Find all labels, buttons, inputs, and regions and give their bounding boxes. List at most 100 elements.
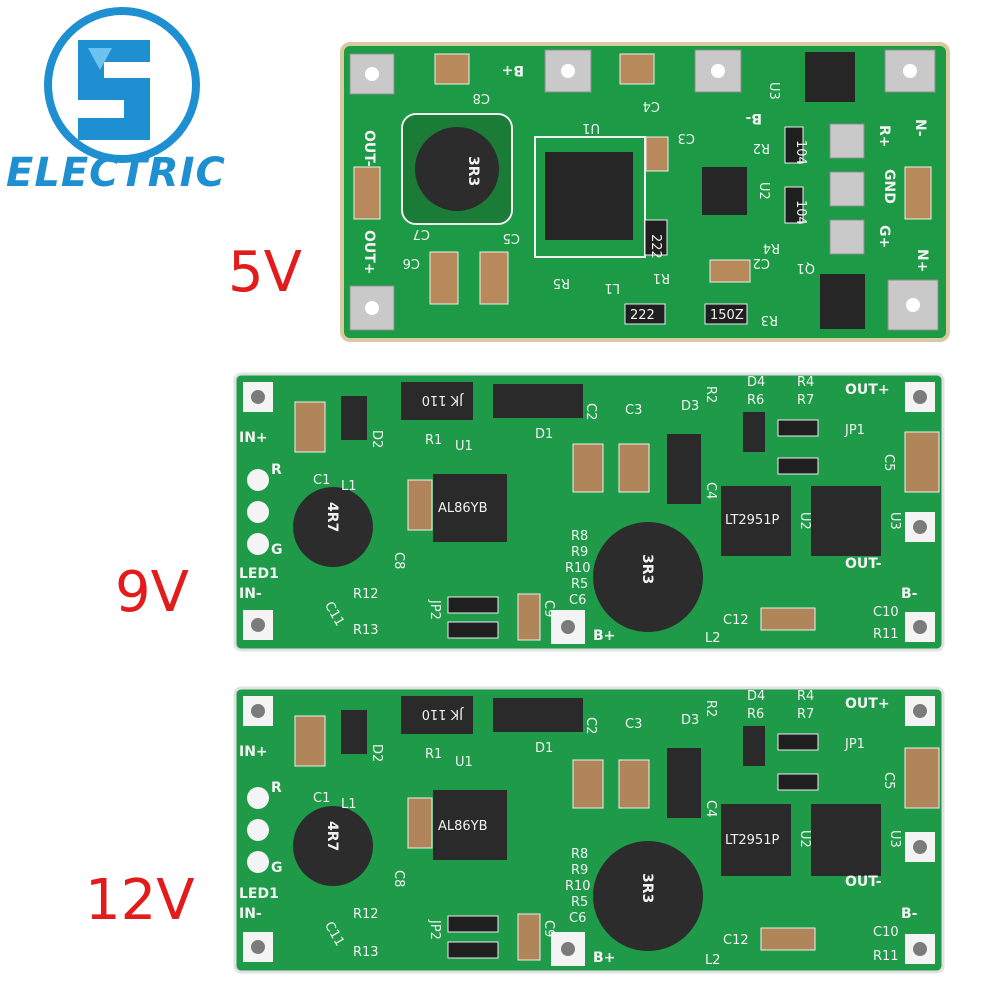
chip-marking: LT2951P xyxy=(725,833,779,848)
silk-label: R xyxy=(271,462,282,478)
silk-label: IN+ xyxy=(239,430,268,446)
silk-label: L1 xyxy=(604,280,620,295)
silk-label: C2 xyxy=(753,255,770,270)
silk-label: C6 xyxy=(569,593,586,608)
silk-label: R9 xyxy=(571,863,588,878)
silk-label: R8 xyxy=(571,847,588,862)
silk-label: D3 xyxy=(681,713,699,728)
silk-label: C8 xyxy=(473,90,490,105)
chip-marking: 3R3 xyxy=(465,156,481,186)
pcb-board-9v: IN+ IN- LED1 R G OUT+ OUT- B- B+ D1 D2 D… xyxy=(233,372,945,652)
silk-label: GND xyxy=(881,169,897,204)
silk-label: C4 xyxy=(703,800,718,817)
silk-label: C7 xyxy=(413,226,430,241)
silk-label: C8 xyxy=(391,552,406,569)
silk-label: OUT- xyxy=(845,556,882,572)
pcb-board-12v: IN+ IN- LED1 R G OUT+ OUT- B- B+ D1 D2 D… xyxy=(233,686,945,974)
chip-marking: 4R7 xyxy=(324,821,340,851)
silk-label: R12 xyxy=(353,587,379,602)
silk-label: Q1 xyxy=(796,260,815,275)
chip-marking: JK 110 xyxy=(422,706,464,721)
silk-label: R1 xyxy=(425,747,442,762)
silk-label: R1 xyxy=(425,433,442,448)
silk-label: R6 xyxy=(747,393,764,408)
chip-marking: 150Z xyxy=(710,308,744,323)
silk-label: C5 xyxy=(881,454,896,471)
silk-label: C1 xyxy=(313,791,330,806)
silk-label: R2 xyxy=(703,700,718,717)
chip-marking: 222 xyxy=(630,308,655,323)
silk-label: C6 xyxy=(403,255,420,270)
silk-label: IN+ xyxy=(239,744,268,760)
chip-marking: LT2951P xyxy=(725,513,779,528)
silk-label: C8 xyxy=(391,870,406,887)
silk-label: R4 xyxy=(763,240,780,255)
silk-label: N- xyxy=(912,119,928,137)
silk-label: OUT+ xyxy=(845,696,890,712)
silk-label: R9 xyxy=(571,545,588,560)
silk-label: C9 xyxy=(541,600,556,617)
silk-label: L1 xyxy=(341,797,357,812)
silk-label: D2 xyxy=(369,430,384,448)
silk-label: D2 xyxy=(369,744,384,762)
silk-label: C6 xyxy=(569,911,586,926)
silk-label: B- xyxy=(745,110,762,126)
silk-label: R8 xyxy=(571,529,588,544)
silk-label: R13 xyxy=(353,945,379,960)
silk-label: R11 xyxy=(873,627,899,642)
silk-label: U1 xyxy=(455,755,473,770)
silk-label: JP2 xyxy=(427,599,442,620)
silk-label: C5 xyxy=(881,772,896,789)
silk-label: JP1 xyxy=(844,737,865,752)
silk-label: C9 xyxy=(541,920,556,937)
silk-label: U1 xyxy=(582,120,600,135)
silk-label: N+ xyxy=(914,249,930,272)
logo-text: ELECTRIC xyxy=(6,150,226,196)
silk-label: R4 xyxy=(797,689,814,704)
silk-label: R xyxy=(271,780,282,796)
silk-label: G xyxy=(271,542,283,558)
silk-label: LED1 xyxy=(239,886,279,902)
silk-label: C4 xyxy=(703,482,718,499)
silk-label: D1 xyxy=(535,741,553,756)
silk-label: R3 xyxy=(761,312,778,327)
silk-label: C3 xyxy=(625,717,642,732)
silk-label: R1 xyxy=(653,270,670,285)
silk-label: C10 xyxy=(873,925,899,940)
chip-marking: 222 xyxy=(648,234,663,259)
silk-label: C3 xyxy=(678,130,695,145)
silk-label: R10 xyxy=(565,561,591,576)
silk-label: R2 xyxy=(753,140,770,155)
silk-label: B+ xyxy=(502,62,524,78)
silk-label: U3 xyxy=(766,82,781,100)
silk-label: D4 xyxy=(747,375,765,390)
silk-label: D3 xyxy=(681,399,699,414)
silk-label: B+ xyxy=(593,950,615,966)
silk-label: U1 xyxy=(455,439,473,454)
silk-label: R11 xyxy=(873,949,899,964)
chip-marking: 104 xyxy=(793,140,808,165)
silk-label: R5 xyxy=(553,275,570,290)
silk-label: R7 xyxy=(797,393,814,408)
chip-marking: AL86YB xyxy=(438,501,488,516)
silk-label: C12 xyxy=(723,613,749,628)
silk-label: U2 xyxy=(797,512,812,530)
silk-label: R4 xyxy=(797,375,814,390)
silk-label: C10 xyxy=(873,605,899,620)
silk-label: R13 xyxy=(353,623,379,638)
silk-label: L2 xyxy=(705,953,721,968)
silk-label: R12 xyxy=(353,907,379,922)
silk-label: R5 xyxy=(571,895,588,910)
chip-marking: 3R3 xyxy=(639,554,655,584)
silk-label: R2 xyxy=(703,386,718,403)
silk-label: C1 xyxy=(313,473,330,488)
silk-label: R10 xyxy=(565,879,591,894)
silk-label: U2 xyxy=(797,830,812,848)
chip-marking: AL86YB xyxy=(438,819,488,834)
silk-label: G xyxy=(271,860,283,876)
silk-label: U3 xyxy=(887,830,902,848)
pcb-board-5v: 3R3 B+ B- OUT- OUT+ R+ GND G+ N+ N- C8 C… xyxy=(340,42,950,342)
chip-marking: 3R3 xyxy=(639,873,655,903)
silk-label: OUT- xyxy=(845,874,882,890)
silk-label: C5 xyxy=(503,230,520,245)
